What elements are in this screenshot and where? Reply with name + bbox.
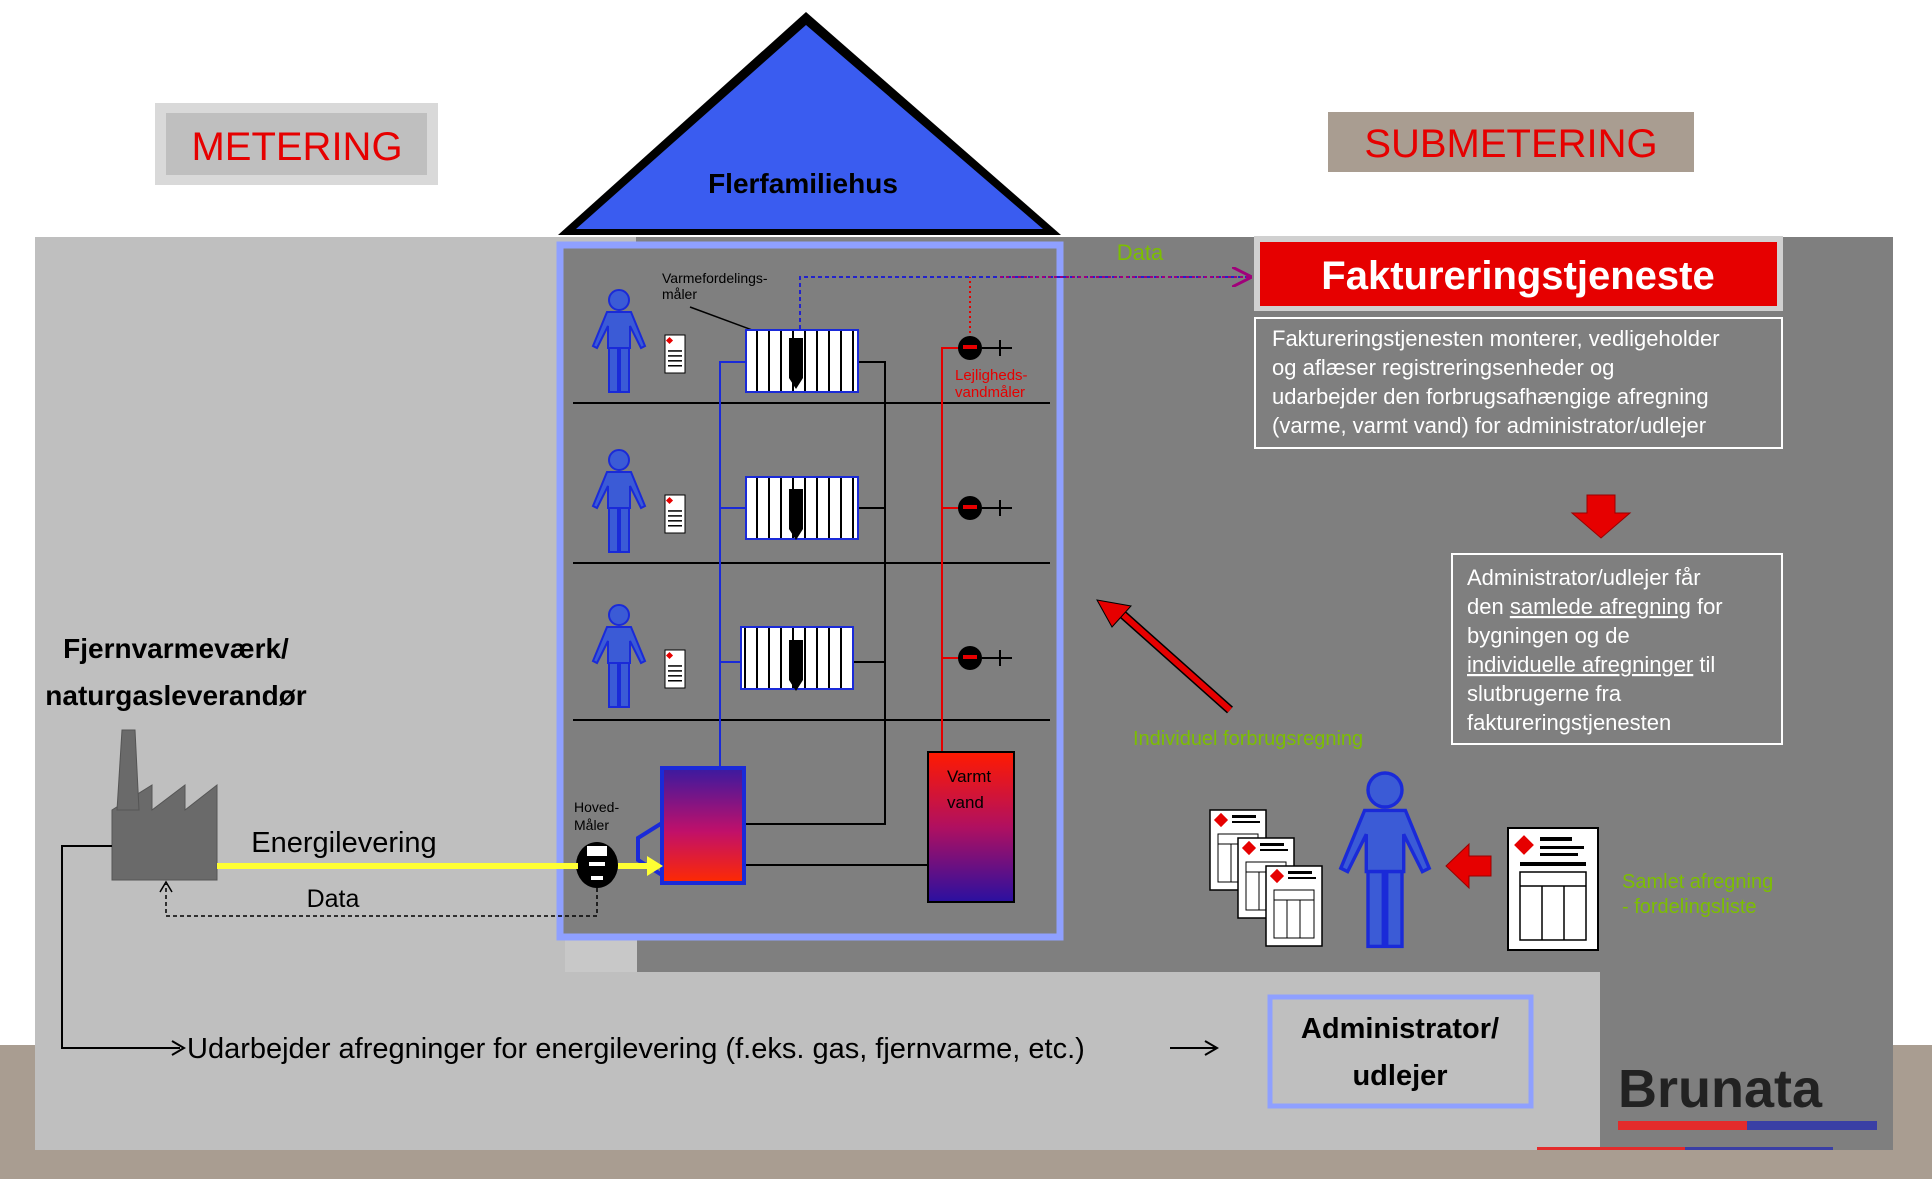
admin-info-line: bygningen og de	[1467, 623, 1630, 648]
heat-cost-allocator	[789, 489, 803, 540]
billing-desc-2: og aflæser registreringsenheder og	[1272, 355, 1614, 380]
supplier-label-1: Fjernvarmeværk/	[63, 633, 289, 664]
individual-bills-stack	[1209, 809, 1323, 947]
billing-flow-tail-arrowhead	[1204, 1040, 1219, 1056]
energy-supply-label: Energilevering	[251, 827, 436, 859]
water-meter	[958, 496, 1012, 520]
data-line-to-supplier	[165, 884, 598, 917]
house-roof: Flerfamiliehus	[558, 12, 1061, 235]
bill-icon	[664, 334, 686, 374]
admin-info-line: slutbrugerne fra	[1467, 681, 1622, 706]
metering-label: METERING	[191, 125, 402, 169]
data-label-top: Data	[1117, 240, 1164, 265]
water-meter	[958, 336, 1012, 360]
individual-bill-label: Individuel forbrugsregning	[1133, 728, 1363, 750]
data-label-bottom: Data	[307, 885, 360, 913]
billing-flow-line	[61, 845, 180, 1049]
submetering-header: SUBMETERING	[1328, 112, 1694, 172]
total-bill-label-1: Samlet afregning	[1622, 871, 1773, 893]
bill-document-icon	[1265, 865, 1323, 947]
factory-icon	[111, 729, 218, 881]
hot-water-label-1: Varmt	[947, 767, 991, 786]
bill-icon	[664, 494, 686, 534]
admin-info-line: faktureringstjenesten	[1467, 710, 1671, 735]
person-icon	[1338, 771, 1432, 949]
heat-allocator-label-2: måler	[662, 286, 697, 302]
admin-label-1: Administrator/	[1301, 1013, 1499, 1045]
submetering-label: SUBMETERING	[1364, 122, 1657, 166]
billing-service-box: Faktureringstjeneste Faktureringstjenest…	[1254, 236, 1783, 449]
heat-cost-allocator	[789, 640, 803, 691]
supplier-label-2: naturgasleverandør	[45, 680, 307, 711]
heating-pipes	[719, 347, 958, 866]
water-meter-label-2: vandmåler	[955, 384, 1025, 401]
admin-info-box	[1451, 553, 1783, 745]
billing-flow-arrowhead	[171, 1040, 186, 1056]
logo-text: Brunata	[1618, 1059, 1823, 1119]
hot-water-label-2: vand	[947, 793, 984, 812]
data-arrowhead	[159, 880, 173, 893]
heat-cost-allocator	[789, 338, 803, 389]
metering-header: METERING	[155, 103, 438, 185]
data-line-allocator	[799, 276, 1250, 343]
hot-water-tank: Varmt vand	[927, 751, 1015, 903]
house-title: Flerfamiliehus	[708, 168, 898, 199]
admin-info-line: Administrator/udlejer får	[1467, 565, 1701, 590]
bill-icon	[664, 649, 686, 689]
billing-desc-3: udarbejder den forbrugsafhængige afregni…	[1272, 384, 1709, 409]
admin-label-2: udlejer	[1352, 1060, 1447, 1092]
person-icon	[591, 289, 647, 393]
heat-allocator-label-1: Varmefordelings-	[662, 270, 768, 286]
submetering-region-lower	[1600, 972, 1893, 1150]
admin-person-icon	[1338, 771, 1432, 949]
main-meter-label-2: Måler	[574, 817, 609, 833]
energy-arrowhead	[647, 856, 663, 876]
admin-box: Administrator/ udlejer	[1267, 994, 1534, 1109]
left-arrow	[1445, 842, 1492, 890]
main-meter-label-1: Hoved-	[574, 799, 619, 815]
admin-info-text: Administrator/udlejer får den samlede afr…	[1467, 565, 1723, 735]
billing-flow-label: Udarbejder afregninger for energileverin…	[187, 1033, 1085, 1065]
total-bill-label-2: - fordelingsliste	[1622, 896, 1757, 918]
admin-info-line: den samlede afregning for	[1467, 594, 1723, 619]
total-bill-document	[1507, 827, 1599, 951]
person-icon	[591, 449, 647, 553]
billing-service-title: Faktureringstjeneste	[1321, 254, 1714, 298]
brunata-logo: Brunata	[1537, 1059, 1877, 1150]
down-arrow	[1570, 494, 1632, 539]
person-icon	[591, 604, 647, 708]
main-meter-icon	[576, 842, 618, 888]
billing-desc-4: (varme, varmt vand) for administrator/ud…	[1272, 413, 1706, 438]
water-meter-label-1: Lejligheds-	[955, 367, 1028, 384]
water-meter	[958, 646, 1012, 670]
individual-bill-arrow	[1096, 599, 1233, 714]
admin-info-line: individuelle afregninger til	[1467, 652, 1715, 677]
billing-desc-1: Faktureringstjenesten monterer, vedligeh…	[1272, 326, 1720, 351]
